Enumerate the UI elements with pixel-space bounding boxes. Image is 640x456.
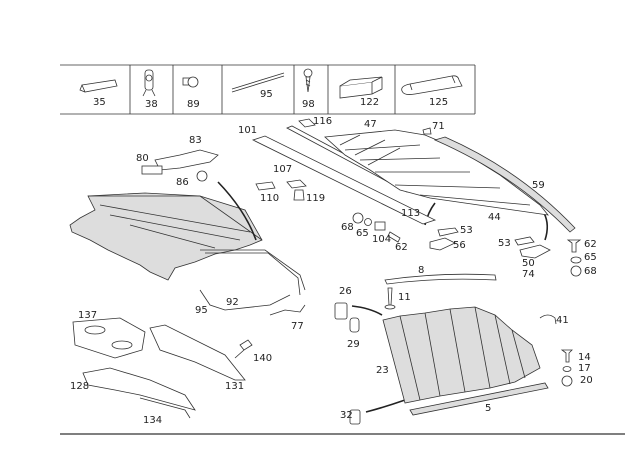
header-parts-table <box>60 64 476 115</box>
callout-140: 140 <box>253 353 273 364</box>
callout-56: 56 <box>453 240 466 251</box>
header-part-122-label: 122 <box>360 97 380 108</box>
header-part-89-label: 89 <box>187 99 200 110</box>
block-80 <box>141 165 163 175</box>
callout-128: 128 <box>70 381 90 392</box>
callout-11: 11 <box>398 292 411 303</box>
callout-5: 5 <box>485 403 492 414</box>
callout-59: 59 <box>532 180 545 191</box>
callout-47: 47 <box>364 119 377 130</box>
tray-137 <box>72 317 146 359</box>
callout-65-right: 65 <box>584 252 597 263</box>
grommet-icon <box>182 76 199 88</box>
callout-95: 95 <box>195 305 208 316</box>
callout-65-left: 65 <box>356 228 369 239</box>
block-icon <box>339 76 383 99</box>
callout-92: 92 <box>226 297 239 308</box>
callout-17: 17 <box>578 363 591 374</box>
callout-74: 74 <box>522 269 535 280</box>
callout-71: 71 <box>432 121 445 132</box>
callout-113: 113 <box>401 208 421 219</box>
side-window-frame <box>382 306 541 404</box>
callout-8: 8 <box>418 265 425 276</box>
callout-53-right: 53 <box>498 238 511 249</box>
header-part-38-label: 38 <box>145 99 158 110</box>
header-part-35-label: 35 <box>93 97 106 108</box>
screw-icon <box>303 68 313 93</box>
callout-80: 80 <box>136 153 149 164</box>
header-part-125-label: 125 <box>429 97 449 108</box>
callout-68-left: 68 <box>341 222 354 233</box>
callout-86: 86 <box>176 177 189 188</box>
callout-83: 83 <box>189 135 202 146</box>
callout-77: 77 <box>291 321 304 332</box>
channel-strip-icon <box>79 79 118 93</box>
callout-14: 14 <box>578 352 591 363</box>
nut-86 <box>196 170 208 182</box>
header-part-95-label: 95 <box>260 89 273 100</box>
roof-panel <box>324 129 549 216</box>
callout-110: 110 <box>260 193 280 204</box>
callout-53-upper: 53 <box>460 225 473 236</box>
callout-62-left: 62 <box>395 242 408 253</box>
callout-32: 32 <box>340 410 353 421</box>
callout-68-right: 68 <box>584 266 597 277</box>
callout-44: 44 <box>488 212 501 223</box>
callout-50: 50 <box>522 258 535 269</box>
callout-107: 107 <box>273 164 293 175</box>
callout-29: 29 <box>347 339 360 350</box>
callout-62-right: 62 <box>584 239 597 250</box>
seal-profile-icon <box>401 75 463 95</box>
clip-icon <box>142 69 156 97</box>
trim-131 <box>149 324 246 381</box>
callout-131: 131 <box>225 381 245 392</box>
callout-104: 104 <box>372 234 392 245</box>
callout-137: 137 <box>78 310 98 321</box>
folded-soft-top <box>69 192 306 296</box>
callout-134: 134 <box>143 415 163 426</box>
callout-101: 101 <box>238 125 258 136</box>
panel-128 <box>82 367 196 411</box>
callout-23: 23 <box>376 365 389 376</box>
bracket-83 <box>154 149 219 171</box>
callout-26: 26 <box>339 286 352 297</box>
callout-41: 41 <box>556 315 569 326</box>
callout-119: 119 <box>306 193 326 204</box>
header-part-98-label: 98 <box>302 99 315 110</box>
cable-icon <box>231 72 285 93</box>
callout-116: 116 <box>313 116 333 127</box>
callout-20: 20 <box>580 375 593 386</box>
